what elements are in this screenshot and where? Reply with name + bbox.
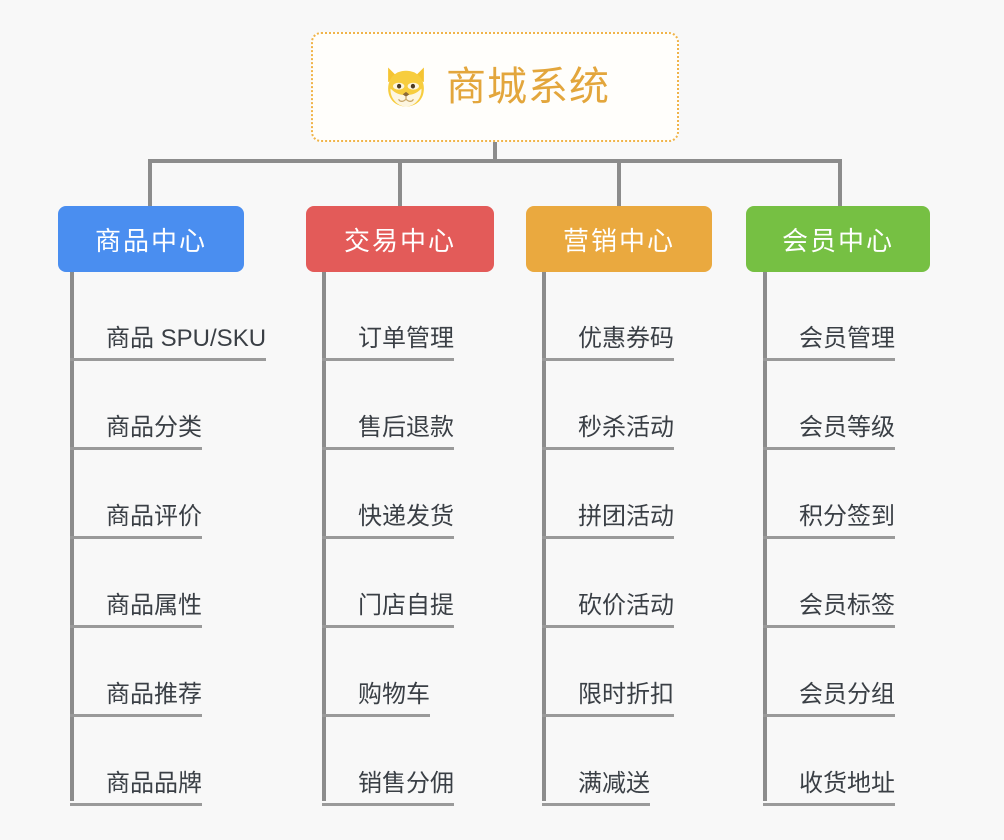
list-item[interactable]: 会员等级 — [763, 361, 895, 450]
branch-column-member-center: 会员中心 会员管理 会员等级 积分签到 会员标签 会员分组 — [746, 206, 930, 806]
category-title: 会员中心 — [781, 225, 894, 256]
leaf-list: 会员管理 会员等级 积分签到 会员标签 会员分组 收货地址 — [763, 272, 895, 806]
list-item[interactable]: 购物车 — [322, 628, 454, 717]
leaf-label: 销售分佣 — [358, 770, 454, 806]
list-item[interactable]: 快递发货 — [322, 450, 454, 539]
leaf-label: 收货地址 — [799, 770, 895, 806]
leaf-rule — [70, 358, 106, 361]
category-card-product-center[interactable]: 商品中心 — [58, 206, 244, 272]
list-item[interactable]: 售后退款 — [322, 361, 454, 450]
list-item[interactable]: 拼团活动 — [542, 450, 674, 539]
list-item[interactable]: 限时折扣 — [542, 628, 674, 717]
leaf-label: 拼团活动 — [578, 503, 674, 539]
leaf-rule — [763, 714, 799, 717]
leaf-rule — [542, 625, 578, 628]
list-item[interactable]: 收货地址 — [763, 717, 895, 806]
list-item[interactable]: 门店自提 — [322, 539, 454, 628]
branch-column-trade-center: 交易中心 订单管理 售后退款 快递发货 门店自提 购物车 — [306, 206, 494, 806]
leaf-rule — [542, 536, 578, 539]
leaf-rule — [763, 803, 799, 806]
leaf-label: 砍价活动 — [578, 592, 674, 628]
list-item[interactable]: 商品品牌 — [70, 717, 266, 806]
leaf-rule — [763, 625, 799, 628]
branch-column-marketing-center: 营销中心 优惠券码 秒杀活动 拼团活动 砍价活动 限时折扣 — [526, 206, 712, 806]
leaf-label: 会员等级 — [799, 414, 895, 450]
list-item[interactable]: 优惠券码 — [542, 272, 674, 361]
branch-column-product-center: 商品中心 商品 SPU/SKU 商品分类 商品评价 商品属性 商品推荐 — [58, 206, 267, 806]
list-item[interactable]: 商品属性 — [70, 539, 266, 628]
list-item[interactable]: 会员标签 — [763, 539, 895, 628]
leaf-rule — [70, 625, 106, 628]
connector-drop-4 — [838, 159, 842, 208]
root-title: 商城系统 — [446, 65, 610, 109]
leaf-label: 秒杀活动 — [578, 414, 674, 450]
list-item[interactable]: 积分签到 — [763, 450, 895, 539]
leaf-rule — [322, 447, 358, 450]
list-item[interactable]: 商品评价 — [70, 450, 266, 539]
leaf-label: 会员管理 — [799, 325, 895, 361]
leaf-label: 限时折扣 — [578, 681, 674, 717]
list-item[interactable]: 会员分组 — [763, 628, 895, 717]
list-item[interactable]: 商品分类 — [70, 361, 266, 450]
leaf-label: 快递发货 — [358, 503, 454, 539]
list-item[interactable]: 订单管理 — [322, 272, 454, 361]
leaf-rule — [763, 536, 799, 539]
leaf-label: 优惠券码 — [578, 325, 674, 361]
leaf-rule — [322, 358, 358, 361]
list-item[interactable]: 砍价活动 — [542, 539, 674, 628]
leaf-label: 会员分组 — [799, 681, 895, 717]
category-title: 交易中心 — [343, 225, 456, 256]
leaf-label: 商品属性 — [106, 592, 202, 628]
list-item[interactable]: 商品 SPU/SKU — [70, 272, 267, 361]
leaf-rule — [322, 714, 358, 717]
leaf-rule — [322, 803, 358, 806]
leaf-label: 满减送 — [578, 770, 650, 806]
leaf-rule — [70, 536, 106, 539]
leaf-label: 售后退款 — [358, 414, 454, 450]
leaf-label: 商品评价 — [106, 503, 202, 539]
list-item[interactable]: 秒杀活动 — [542, 361, 674, 450]
leaf-rule — [763, 447, 799, 450]
leaf-rule — [763, 358, 799, 361]
list-item[interactable]: 销售分佣 — [322, 717, 454, 806]
leaf-rule — [70, 714, 106, 717]
category-card-member-center[interactable]: 会员中心 — [746, 206, 930, 272]
leaf-rule — [70, 803, 106, 806]
connector-drop-2 — [398, 159, 402, 208]
leaf-rule — [542, 803, 578, 806]
list-item[interactable]: 满减送 — [542, 717, 674, 806]
leaf-rule — [542, 714, 578, 717]
connector-horizontal-bus — [148, 159, 842, 163]
leaf-label: 积分签到 — [799, 503, 895, 539]
leaf-label: 商品 SPU/SKU — [106, 325, 267, 361]
leaf-label: 商品品牌 — [106, 770, 202, 806]
leaf-label: 订单管理 — [358, 325, 454, 361]
leaf-rule — [542, 447, 578, 450]
leaf-label: 购物车 — [358, 681, 430, 717]
connector-drop-1 — [148, 159, 152, 208]
category-card-marketing-center[interactable]: 营销中心 — [526, 206, 712, 272]
leaf-label: 商品推荐 — [106, 681, 202, 717]
leaf-rule — [322, 536, 358, 539]
category-title: 商品中心 — [94, 225, 207, 256]
leaf-label: 会员标签 — [799, 592, 895, 628]
connector-root-stem — [493, 142, 497, 163]
leaf-list: 订单管理 售后退款 快递发货 门店自提 购物车 销售分佣 — [322, 272, 454, 806]
category-card-trade-center[interactable]: 交易中心 — [306, 206, 494, 272]
list-item[interactable]: 会员管理 — [763, 272, 895, 361]
leaf-label: 商品分类 — [106, 414, 202, 450]
category-title: 营销中心 — [562, 225, 675, 256]
leaf-list: 优惠券码 秒杀活动 拼团活动 砍价活动 限时折扣 满减送 — [542, 272, 674, 806]
connector-drop-3 — [617, 159, 621, 208]
list-item[interactable]: 商品推荐 — [70, 628, 266, 717]
leaf-list: 商品 SPU/SKU 商品分类 商品评价 商品属性 商品推荐 商品品牌 — [70, 272, 267, 806]
root-node[interactable]: 商城系统 — [311, 32, 679, 142]
leaf-rule — [322, 625, 358, 628]
leaf-rule — [70, 447, 106, 450]
leaf-label: 门店自提 — [358, 592, 454, 628]
leaf-rule — [542, 358, 578, 361]
shiba-dog-face-icon — [388, 67, 424, 107]
